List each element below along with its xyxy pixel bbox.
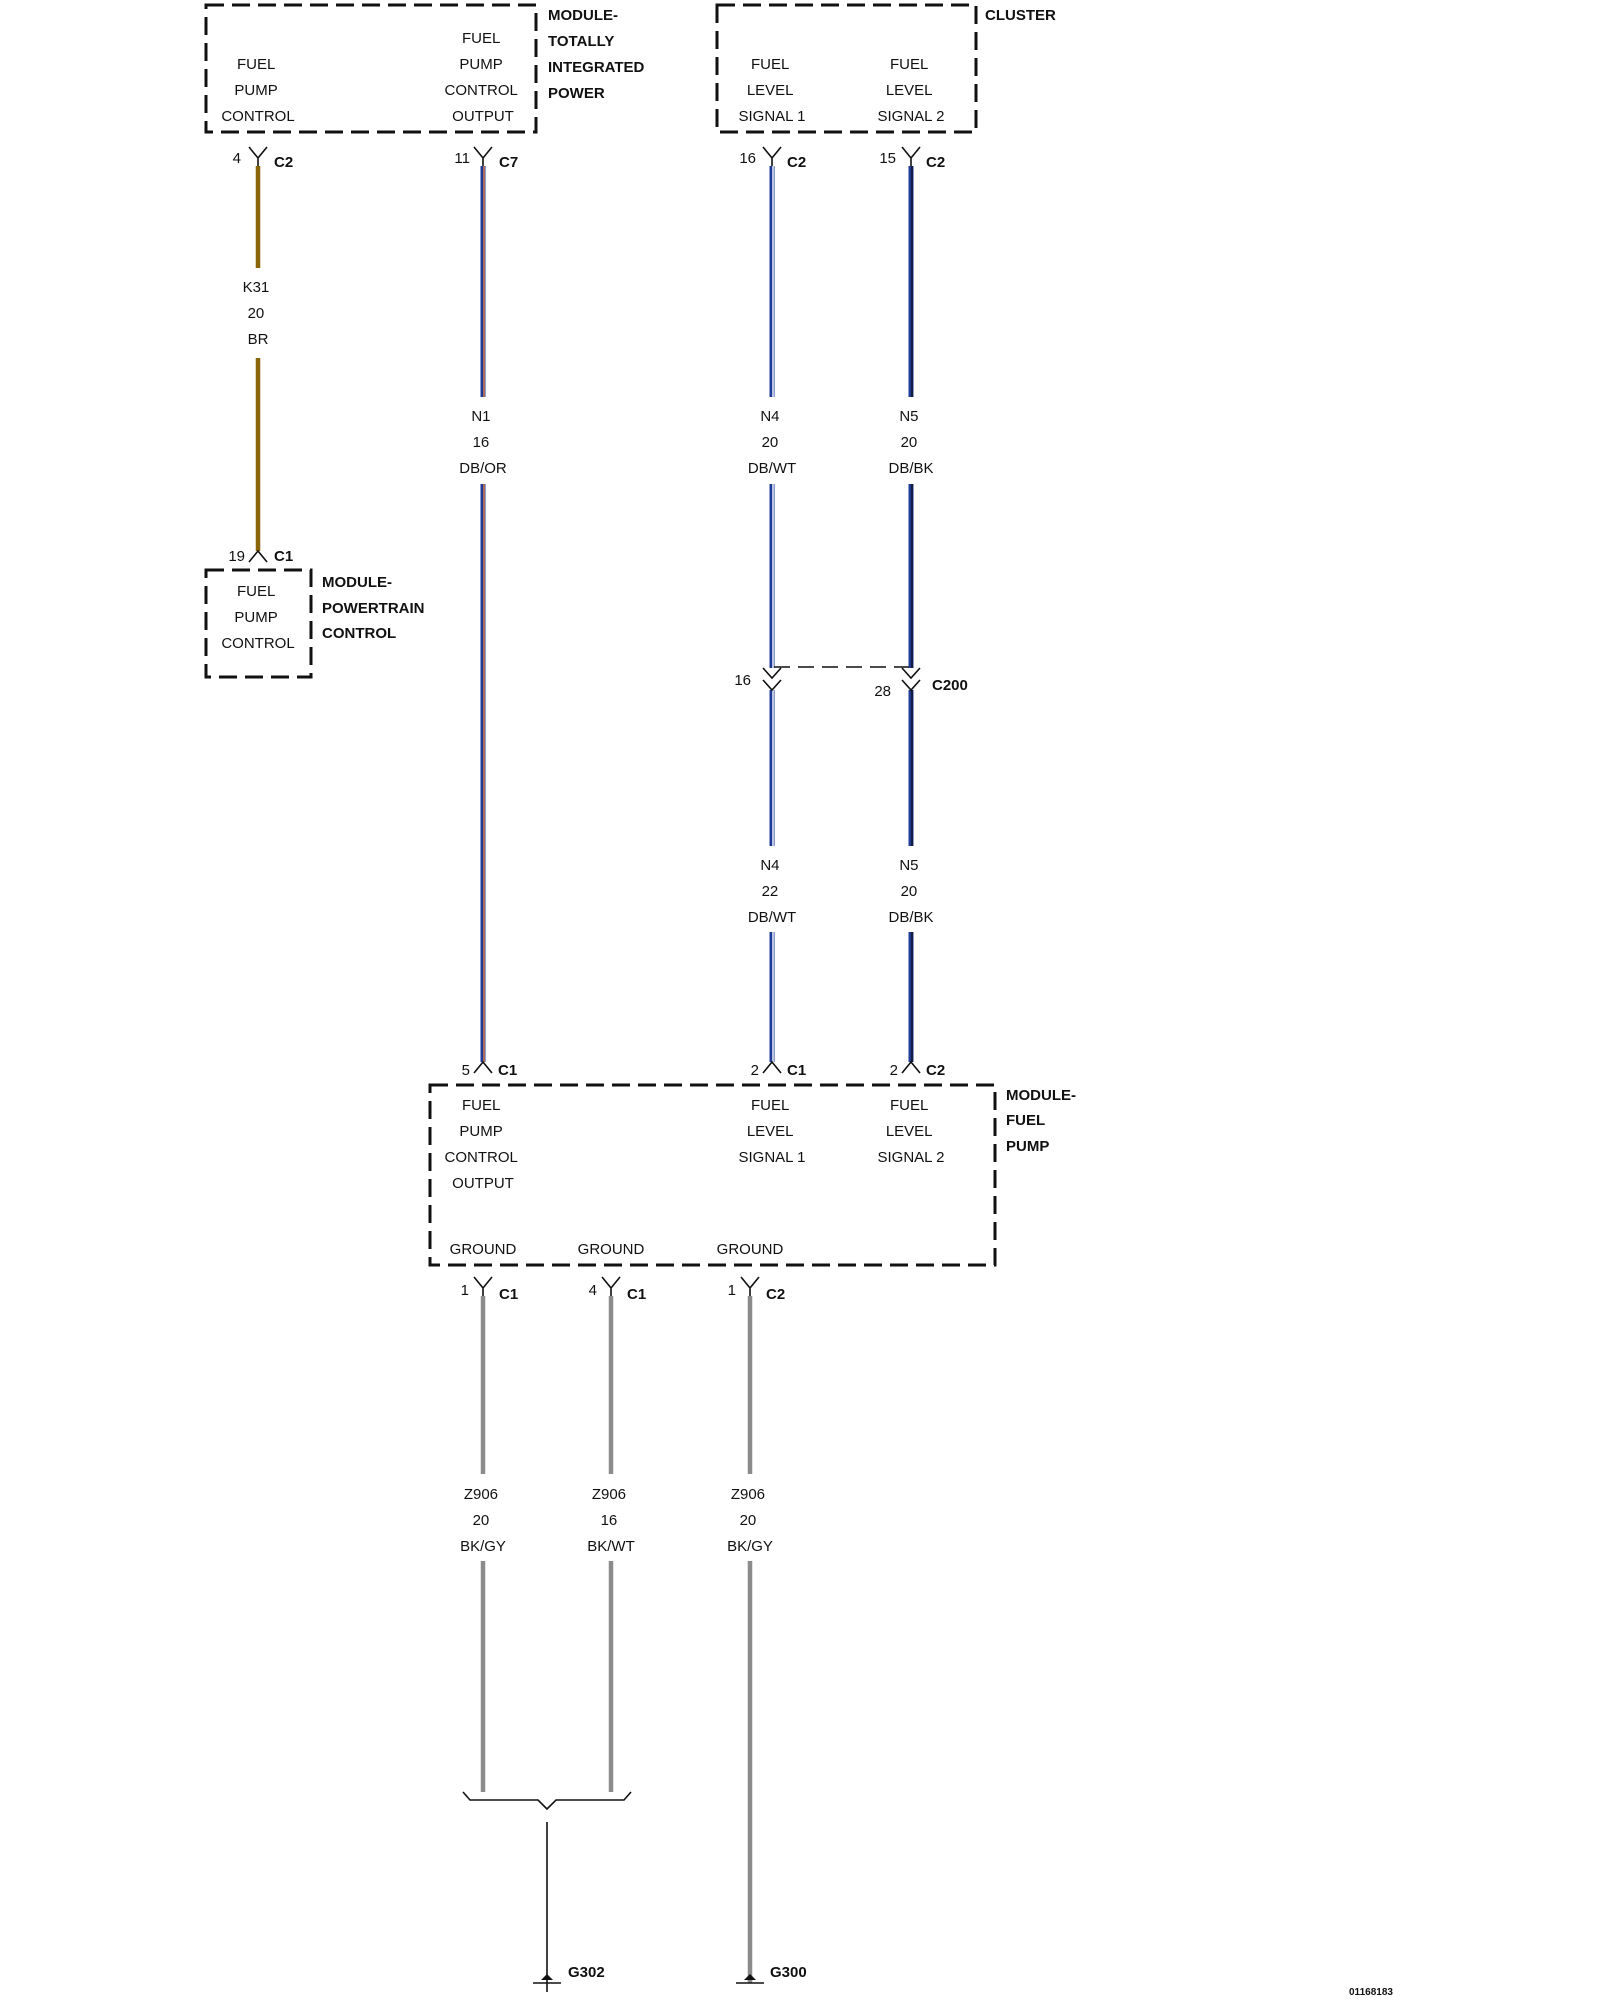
wire-n4-db-wt: [769, 484, 775, 668]
connector-pin-number: 28: [874, 683, 891, 700]
connector-name: C2: [787, 154, 806, 171]
connector-ground-c2-1-symbol: [740, 1276, 760, 1296]
connector-pin-number: 5: [462, 1062, 470, 1079]
ground-label-g300: G300: [770, 1964, 807, 1981]
wire-label-n4-upper: N4 20 DB/WT: [748, 408, 796, 477]
connector-name: C1: [787, 1062, 806, 1079]
cluster-pin-fuel-level-signal-1: FUEL LEVEL SIGNAL 1: [739, 56, 806, 125]
wire-layer: [255, 166, 914, 1983]
wire-n5-db-bk: [908, 932, 914, 1062]
wire-n5-db-bk: [908, 166, 914, 397]
wire-n5-db-bk: [908, 690, 914, 846]
ground-splice-bracket: [462, 1791, 632, 1811]
connector-name: C1: [498, 1062, 517, 1079]
tip-module-name: MODULE- TOTALLY INTEGRATED POWER: [548, 7, 649, 102]
pump-pin-fuel-level-signal-2: FUEL LEVEL SIGNAL 2: [878, 1097, 945, 1166]
wire-n4-db-wt: [769, 690, 775, 846]
connector-tip-c7-symbol: [473, 146, 493, 166]
pump-pin-ground-1: GROUND: [450, 1241, 517, 1258]
connector-ground-c1-1-symbol: [473, 1276, 493, 1296]
connector-pcm-c1-symbol: [248, 549, 268, 563]
connector-pin-number: 16: [739, 150, 756, 167]
connector-pump-c1-2-symbol: [762, 1060, 782, 1074]
connector-name: C1: [274, 548, 293, 565]
fuel-pump-module-name: MODULE- FUEL PUMP: [1006, 1087, 1080, 1155]
connector-name: C2: [926, 1062, 945, 1079]
connector-name: C2: [926, 154, 945, 171]
connector-pin-number: 11: [454, 150, 470, 167]
pump-pin-fuel-pump-control-output: FUEL PUMP CONTROL OUTPUT: [445, 1097, 522, 1192]
tip-module-box: [204, 3, 538, 134]
connector-pin-number: 16: [734, 672, 751, 689]
pcm-module-name: MODULE- POWERTRAIN CONTROL: [322, 574, 429, 642]
connector-tip-c2-symbol: [248, 146, 268, 166]
g302-ground-icon: [541, 1974, 553, 1980]
connector-name: C7: [499, 154, 518, 171]
connector-c200-n4-symbol: [762, 667, 782, 692]
pump-pin-ground-2: GROUND: [578, 1241, 645, 1258]
wire-label-z906-a: Z906 20 BK/GY: [460, 1486, 506, 1555]
ground-label-g302: G302: [568, 1964, 605, 1981]
pump-pin-ground-3: GROUND: [717, 1241, 784, 1258]
connector-pin-number: 4: [233, 150, 241, 167]
connector-pin-number: 2: [890, 1062, 898, 1079]
wire-n1-db-or: [480, 484, 486, 1062]
connector-pin-number: 2: [751, 1062, 759, 1079]
connector-pump-c2-2-symbol: [901, 1060, 921, 1074]
connector-pin-number: 1: [461, 1282, 469, 1299]
connector-pin-number: 19: [228, 548, 245, 565]
cluster-module-box: [715, 3, 978, 134]
fuel-pump-module-box: [428, 1083, 997, 1267]
connector-pin-number: 1: [728, 1282, 736, 1299]
connector-cluster-c2b-symbol: [901, 146, 921, 166]
wire-n5-db-bk: [908, 484, 914, 668]
wire-n1-db-or: [480, 166, 486, 397]
connector-pin-number: 4: [589, 1282, 597, 1299]
connector-c200-n5-symbol: [901, 667, 921, 692]
wire-label-z906-b: Z906 16 BK/WT: [587, 1486, 635, 1555]
connector-name: C2: [274, 154, 293, 171]
cluster-pin-fuel-level-signal-2: FUEL LEVEL SIGNAL 2: [878, 56, 945, 125]
wire-n4-db-wt: [769, 166, 775, 397]
connector-cluster-c2a-symbol: [762, 146, 782, 166]
pump-pin-fuel-level-signal-1: FUEL LEVEL SIGNAL 1: [739, 1097, 806, 1166]
connector-name: C1: [499, 1286, 518, 1303]
connector-pin-number: 15: [879, 150, 896, 167]
wire-label-n5-upper: N5 20 DB/BK: [888, 408, 933, 477]
wire-label-k31: K31 20 BR: [243, 279, 274, 348]
cluster-module-name: CLUSTER: [985, 7, 1056, 24]
pcm-module-box: [204, 568, 313, 679]
figure-id: 01168183: [1349, 1987, 1393, 1998]
pcm-pin-fuel-pump-control: FUEL PUMP CONTROL: [221, 583, 294, 652]
connector-pump-c1-5-symbol: [473, 1060, 493, 1074]
g300-ground-icon: [744, 1974, 756, 1980]
wire-label-n4-lower: N4 22 DB/WT: [748, 857, 796, 926]
wire-label-z906-c: Z906 20 BK/GY: [727, 1486, 773, 1555]
connector-name: C2: [766, 1286, 785, 1303]
wire-label-n1: N1 16 DB/OR: [459, 408, 507, 477]
connector-name: C1: [627, 1286, 646, 1303]
wire-label-n5-lower: N5 20 DB/BK: [888, 857, 933, 926]
tip-pin-fuel-pump-control-output: FUEL PUMP CONTROL OUTPUT: [445, 30, 522, 125]
tip-pin-fuel-pump-control: FUEL PUMP CONTROL: [221, 56, 294, 125]
connector-ground-c1-4-symbol: [601, 1276, 621, 1296]
wire-n4-db-wt: [769, 932, 775, 1062]
connector-name: C200: [932, 677, 968, 694]
